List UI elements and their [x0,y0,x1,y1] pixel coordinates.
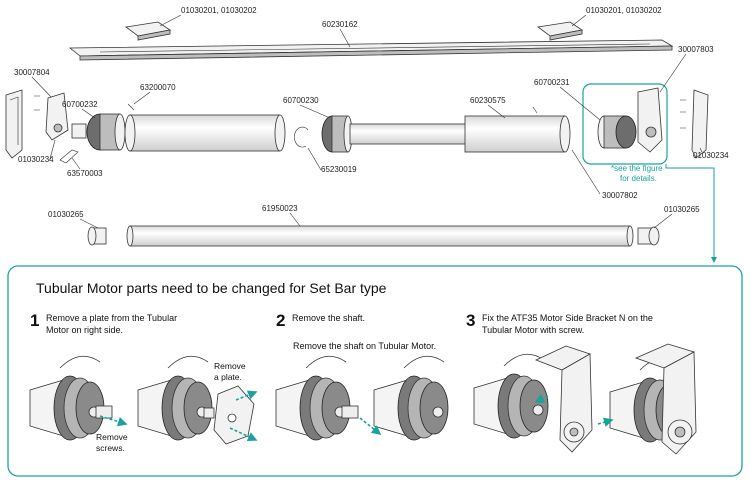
plug-right [637,226,660,246]
tubular-motor [29,355,113,441]
label-tube: 60230575 [470,96,506,105]
atf35-bracket-fixed [634,343,697,455]
label-bracket-top-right: 01030201, 01030202 [586,6,662,15]
motor-bracket [637,87,663,153]
step2-number: 2 [276,311,285,330]
ring-mid [321,115,353,153]
callout-remove-plate-1: Remove [214,361,246,371]
label-plug-right: 01030265 [664,205,700,214]
label-cap-left: 01030234 [18,155,54,164]
label-ring-mid: 60700230 [283,96,319,105]
atf35-bracket-exploded [534,345,593,453]
note-line-1: *see the figure [611,164,663,173]
arrow-step3a [534,394,549,403]
adapter-left [71,113,126,151]
step1-number: 1 [30,311,39,330]
note-line-2: for details. [620,174,657,183]
screw-left [127,103,135,111]
step1-line2: Motor on right side. [46,325,123,335]
panel-title: Tubular Motor parts need to be changed f… [36,280,387,296]
bar [126,225,634,247]
callout-remove-screws-2: screws. [96,443,125,453]
label-rail: 60230162 [322,20,358,29]
label-bracket-top-left: 01030201, 01030202 [181,6,257,15]
label-end-right: 30007803 [678,45,714,54]
clip-left [59,149,79,164]
detail-highlight [582,83,668,165]
callout-remove-plate-2: a plate. [214,372,242,382]
end-cap-left [34,92,69,141]
label-plug-left: 01030265 [48,210,84,219]
step1-line1: Remove a plate from the Tubular [46,313,177,323]
arrow-step2 [359,417,382,435]
label-cap-right: 01030234 [693,151,729,160]
top-bracket-left [125,21,172,41]
step2-sub: Remove the shaft on Tubular Motor. [293,341,436,351]
label-end-left: 30007804 [14,68,50,77]
arrow-step1b [235,390,258,401]
label-clip-left: 63570003 [67,169,103,178]
tubular-motor [473,353,549,439]
step3-line1: Fix the ATF35 Motor Side Bracket N on th… [482,313,653,323]
tubular-motor [373,355,449,441]
arrow-step3b [597,417,614,427]
tubular-motor [275,355,359,441]
clip-mid [294,126,309,148]
end-cap-right [680,89,709,159]
ring-right [597,115,637,149]
step3-line2: Tubular Motor with screw. [482,325,584,335]
inner-tube [349,115,571,153]
end-bracket-left [5,89,23,159]
label-adapter-left: 60700232 [62,100,98,109]
arrow-step1a [99,415,128,427]
label-screw-left: 63200070 [140,83,176,92]
label-motor-bracket: 30007802 [602,191,638,200]
screw-mid [532,106,538,114]
label-clip-mid: 65230019 [321,165,357,174]
step2-line1: Remove the shaft. [292,313,365,323]
detail-arrow [665,164,717,263]
tube-left [124,114,286,152]
step3-number: 3 [466,311,475,330]
label-bar: 61950023 [262,204,298,213]
label-ring-right: 60700231 [534,78,570,87]
top-bracket-right [537,21,584,41]
callout-remove-screws-1: Remove [96,432,128,442]
tubular-motor [137,355,215,441]
rail [68,39,674,61]
plug-left [87,226,107,246]
